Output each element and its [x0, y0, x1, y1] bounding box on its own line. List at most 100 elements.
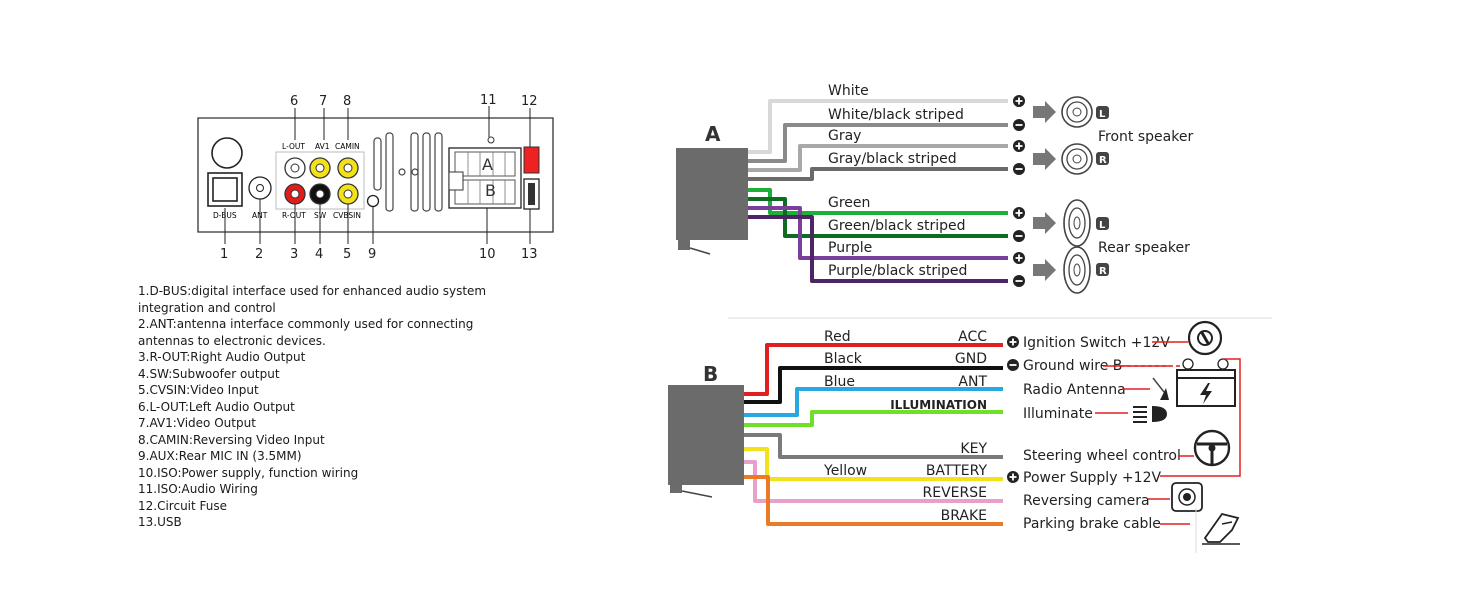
device-label: Power Supply +12V [1023, 470, 1161, 486]
legend-line: 1.D-BUS:digital interface used for enhan… [138, 284, 487, 298]
callout-11: 11 [480, 93, 497, 108]
legend-line: 3.R-OUT:Right Audio Output [138, 350, 306, 364]
wire-a-label: Green [828, 195, 870, 211]
iso-a-letter: A [482, 155, 493, 174]
battery-icon [1176, 358, 1236, 407]
callout-4: 4 [315, 247, 323, 262]
wire-b-5 [744, 433, 1003, 459]
wire-a-label: Purple/black striped [828, 263, 967, 279]
wire-b-function: ACC [958, 329, 987, 345]
connector-a-label: A [705, 122, 721, 146]
wire-a-7 [748, 206, 1008, 260]
callout-9: 9 [368, 247, 376, 262]
rear-speaker-label: Rear speaker [1098, 240, 1190, 256]
legend-line: 7.AV1:Video Output [138, 416, 256, 430]
wire-b-6 [744, 447, 1003, 481]
wire-a-8 [748, 215, 1008, 283]
wire-b-function: GND [955, 351, 987, 367]
iso-connector-block: A B [448, 136, 522, 209]
head-unit-panel: D-BUS ANT L-OUT AV1 CAMIN R-OUT SW CVBSI… [197, 93, 554, 262]
wire-b-function: REVERSE [923, 485, 987, 501]
legend-line: 12.Circuit Fuse [138, 498, 228, 513]
wire-b-function: ANT [958, 374, 987, 390]
legend-line: 2.ANT:antenna interface commonly used fo… [138, 317, 474, 331]
minus-icon [1013, 230, 1025, 242]
callout-7: 7 [319, 94, 327, 109]
callout-1: 1 [220, 247, 228, 262]
wire-b-8 [744, 475, 1003, 526]
aux-jack-icon [366, 194, 380, 208]
av1-label: AV1 [315, 142, 330, 151]
front-speaker-left: L [1033, 96, 1109, 128]
legend-line: antennas to electronic devices. [138, 333, 326, 348]
round-port-icon [211, 137, 243, 169]
ignition-key-icon [1187, 320, 1223, 356]
wire-b-function: KEY [960, 441, 987, 457]
connector-b-diagram: B Red ACC Black GND Blue ANT ILLUMINATION KEY Ye… [668, 317, 1272, 553]
connector-b-plug [668, 385, 744, 485]
rout-label: R-OUT [282, 211, 306, 220]
callout-2: 2 [255, 247, 263, 262]
wire-a-2 [748, 123, 1008, 163]
front-speaker-label: Front speaker [1098, 129, 1193, 145]
wire-b-3 [744, 387, 1003, 417]
device-label: Ignition Switch +12V [1023, 335, 1170, 351]
legend-line: 10.ISO:Power supply, function wiring [138, 465, 359, 480]
plus-icon [1013, 252, 1025, 264]
wire-b-color-name: Black [824, 351, 863, 367]
legend-line: 11.ISO:Audio Wiring [138, 482, 258, 496]
wire-b-function: ILLUMINATION [890, 398, 987, 412]
wire-b-4 [744, 410, 1003, 427]
legend-line: 8.CAMIN:Reversing Video Input [138, 432, 325, 447]
wire-b-color-name: Yellow [823, 463, 867, 479]
wire-b-function: BRAKE [941, 508, 987, 524]
legend-line: 5.CVSIN:Video Input [138, 383, 259, 397]
wire-b-function: BATTERY [926, 463, 988, 479]
steering-wheel-icon [1193, 429, 1231, 467]
device-label: Steering wheel control [1023, 448, 1181, 464]
rear-speaker-right: R [1033, 246, 1109, 294]
wire-b-color-name: Blue [824, 374, 855, 390]
device-label: Radio Antenna [1023, 382, 1126, 398]
plus-icon [1013, 207, 1025, 219]
wire-a-4 [748, 167, 1008, 181]
callout-13: 13 [521, 247, 538, 262]
lout-label: L-OUT [282, 142, 305, 151]
device-label: Ground wire B- [1023, 358, 1127, 374]
camin-label: CAMIN [335, 142, 360, 151]
brake-hand-icon [1195, 508, 1240, 553]
front-speaker-right: R [1033, 143, 1109, 175]
iso-b-letter: B [485, 181, 496, 200]
legend-line: integration and control [138, 300, 276, 315]
device-label: Illuminate [1023, 406, 1093, 422]
callout-5: 5 [343, 247, 351, 262]
connector-b-label: B [703, 362, 718, 386]
camera-icon [1171, 482, 1203, 512]
vent-slots [373, 132, 443, 212]
minus-icon [1007, 359, 1019, 371]
badge-l-rear: L [1099, 220, 1106, 231]
wire-a-3 [748, 144, 1008, 172]
plus-icon [1013, 95, 1025, 107]
wire-a-label: Green/black striped [828, 218, 966, 234]
device-label: Reversing camera [1023, 493, 1150, 509]
headlight-icon [1133, 406, 1167, 423]
badge-r-rear: R [1099, 266, 1107, 277]
plus-icon [1007, 471, 1019, 483]
wire-b-color-name: Red [824, 329, 851, 345]
callout-6: 6 [290, 94, 298, 109]
legend-line: 4.SW:Subwoofer output [138, 366, 280, 381]
minus-icon [1013, 119, 1025, 131]
callout-10: 10 [479, 247, 496, 262]
legend-line: 9.AUX:Rear MIC IN (3.5MM) [138, 449, 302, 463]
connector-a-plug [676, 148, 748, 240]
cvbsin-label: CVBSIN [333, 211, 361, 220]
legend-line: 6.L-OUT:Left Audio Output [138, 399, 295, 414]
badge-l-front: L [1099, 109, 1106, 120]
plus-icon [1013, 140, 1025, 152]
wire-a-label: Purple [828, 240, 872, 256]
device-label: Parking brake cable [1023, 516, 1161, 532]
wire-b-2 [744, 366, 1003, 404]
